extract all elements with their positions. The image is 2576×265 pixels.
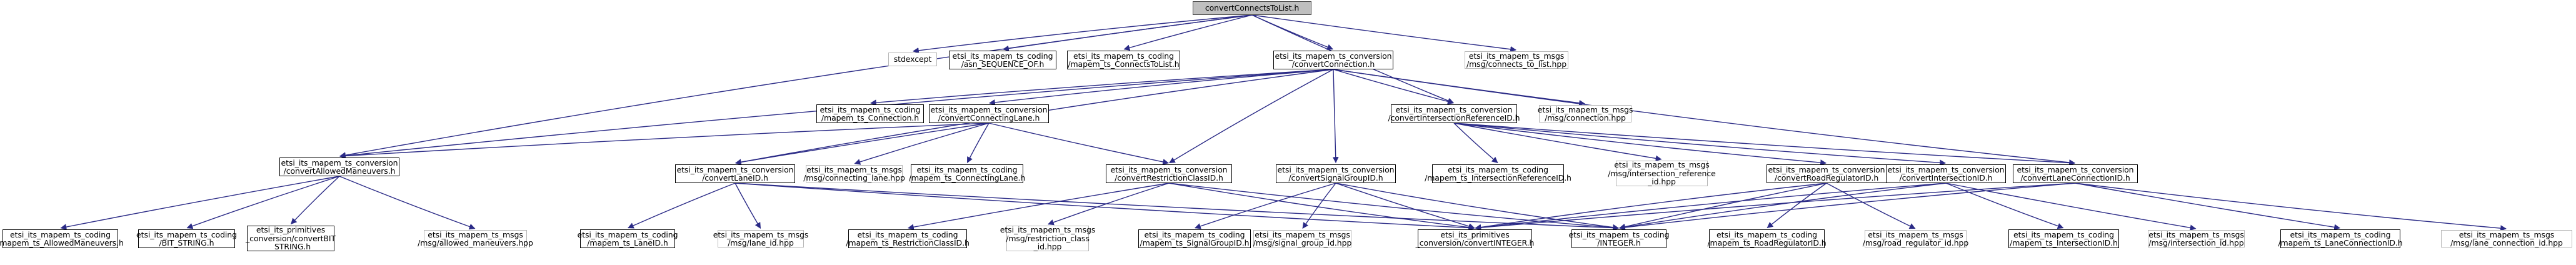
- graph-edge-root-to-mapemConnectsToList: [1123, 14, 1253, 51]
- graph-node-stdexcept[interactable]: stdexcept: [888, 52, 937, 66]
- graph-edge-convertRestrictionClassID-to-integerH: [1168, 182, 1619, 231]
- graph-node-convertBitString[interactable]: etsi_its_primitives _conversion/convertB…: [246, 225, 336, 252]
- graph-node-intersectionIdHpp[interactable]: etsi_its_mapem_ts_msgs /msg/intersection…: [2148, 229, 2245, 248]
- graph-node-mapemRoadRegulatorID[interactable]: etsi_its_mapem_ts_coding /mapem_ts_RoadR…: [1707, 229, 1827, 248]
- graph-edge-root-to-convertAllowedManeuvers: [339, 14, 1253, 159]
- graph-node-laneConnectionIdHpp[interactable]: etsi_its_mapem_ts_msgs /msg/lane_connect…: [2441, 230, 2572, 248]
- graph-node-connectingLaneHpp[interactable]: etsi_its_mapem_ts_msgs /msg/connecting_l…: [803, 164, 905, 182]
- graph-edge-convertRoadRegulatorID-to-roadRegulatorIdHpp: [1826, 182, 1916, 229]
- graph-edge-root-to-convertConnection: [1251, 14, 1333, 50]
- graph-edge-convertSignalGroupID-to-mapemSignalGroupID: [1195, 182, 1336, 229]
- graph-edge-convertSignalGroupID-to-integerH: [1335, 182, 1619, 231]
- graph-edge-convertRoadRegulatorID-to-integerH: [1619, 182, 1827, 230]
- graph-node-mapemLaneConnectionID[interactable]: etsi_its_mapem_ts_coding /mapem_ts_LaneC…: [2278, 229, 2403, 248]
- graph-edge-root-to-connectsToListHpp: [1251, 14, 1516, 52]
- graph-node-convertRestrictionClassID[interactable]: etsi_its_mapem_ts_conversion /convertRes…: [1106, 164, 1232, 183]
- graph-edge-convertRoadRegulatorID-to-mapemRoadRegulatorID: [1767, 182, 1827, 229]
- graph-node-signalGroupIdHpp[interactable]: etsi_its_mapem_ts_msgs /msg/signal_group…: [1253, 229, 1352, 248]
- graph-edge-convertRestrictionClassID-to-restrictionClassIdHpp: [1048, 182, 1170, 226]
- graph-edge-convertSignalGroupID-to-convertINTEGER: [1335, 182, 1475, 229]
- graph-edge-convertConnection-to-mapemConnection: [870, 69, 1334, 106]
- graph-node-convertIntersectionID[interactable]: etsi_its_mapem_ts_conversion /convertInt…: [1886, 164, 2006, 183]
- graph-node-mapemLaneID[interactable]: etsi_its_mapem_ts_coding /mapem_ts_LaneI…: [577, 229, 678, 248]
- graph-edge-convertLaneConnectionID-to-laneConnectionIdHpp: [2075, 182, 2507, 231]
- graph-edge-convertIntersectionReferenceID-to-intersectionReferenceIdHpp: [1453, 122, 1662, 162]
- graph-edge-convertLaneConnectionID-to-mapemLaneConnectionID: [2075, 182, 2340, 231]
- graph-node-connectionHpp[interactable]: etsi_its_mapem_ts_msgs /msg/connection.h…: [1537, 104, 1633, 122]
- graph-edge-convertConnectingLane-to-convertAllowedManeuvers: [339, 122, 990, 159]
- graph-node-mapemIntersectionReferenceID[interactable]: etsi_its_mapem_ts_coding /mapem_ts_Inter…: [1425, 164, 1571, 183]
- graph-node-laneIdHpp[interactable]: etsi_its_mapem_ts_msgs /msg/lane_id.hpp: [713, 229, 809, 248]
- graph-node-integerH[interactable]: etsi_its_mapem_ts_coding /INTEGER.h: [1568, 229, 1670, 248]
- graph-node-mapemAllowedManeuvers[interactable]: etsi_its_mapem_ts_coding /mapem_ts_Allow…: [0, 229, 124, 248]
- graph-node-intersectionReferenceIdHpp[interactable]: etsi_its_mapem_ts_msgs /msg/intersection…: [1608, 160, 1716, 187]
- graph-edge-convertLaneID-to-laneIdHpp: [734, 182, 761, 229]
- graph-edge-convertLaneID-to-mapemLaneID: [628, 182, 736, 229]
- graph-edge-convertIntersectionReferenceID-to-convertLaneConnectionID: [1453, 122, 2075, 166]
- graph-edge-convertAllowedManeuvers-to-bitString: [186, 176, 340, 229]
- graph-node-mapemSignalGroupID[interactable]: etsi_its_mapem_ts_coding /mapem_ts_Signa…: [1138, 229, 1251, 248]
- graph-edge-convertRoadRegulatorID-to-convertINTEGER: [1475, 182, 1827, 231]
- graph-node-mapemConnection[interactable]: etsi_its_mapem_ts_coding /mapem_ts_Conne…: [816, 104, 924, 123]
- graph-node-convertConnection[interactable]: etsi_its_mapem_ts_conversion /convertCon…: [1273, 51, 1393, 69]
- graph-node-mapemConnectingLane[interactable]: etsi_its_mapem_ts_coding /mapem_ts_Conne…: [908, 164, 1026, 183]
- graph-node-connectsToListHpp[interactable]: etsi_its_mapem_ts_msgs /msg/connects_to_…: [1465, 51, 1568, 69]
- graph-edge-convertLaneID-to-convertINTEGER: [734, 182, 1475, 231]
- graph-edge-convertLaneConnectionID-to-integerH: [1619, 182, 2076, 231]
- graph-node-allowedManeuversHpp[interactable]: etsi_its_mapem_ts_msgs /msg/allowed_mane…: [418, 229, 533, 248]
- graph-node-mapemRestrictionClassID[interactable]: etsi_its_mapem_ts_coding /mapem_ts_Restr…: [846, 229, 970, 248]
- graph-edge-convertConnectingLane-to-convertRestrictionClassID: [988, 122, 1169, 165]
- graph-edge-convertConnectingLane-to-convertLaneID: [735, 122, 990, 166]
- graph-edge-convertIntersectionReferenceID-to-convertRoadRegulatorID: [1453, 122, 1827, 166]
- graph-node-root[interactable]: convertConnectsToList.h: [1193, 1, 1311, 15]
- graph-edge-convertIntersectionID-to-intersectionIdHpp: [1945, 182, 2197, 231]
- graph-edge-convertRestrictionClassID-to-convertINTEGER: [1168, 182, 1475, 231]
- graph-edge-convertConnectingLane-to-mapemConnectingLane: [966, 122, 990, 163]
- graph-edge-convertIntersectionID-to-mapemIntersectionID: [1945, 182, 2064, 229]
- graph-edge-convertIntersectionID-to-integerH: [1619, 182, 1947, 231]
- graph-edge-root-to-stdexcept: [913, 14, 1253, 54]
- graph-node-roadRegulatorIdHpp[interactable]: etsi_its_mapem_ts_msgs /msg/road_regulat…: [1862, 229, 1969, 248]
- graph-edge-convertRestrictionClassID-to-mapemRestrictionClassID: [908, 182, 1170, 231]
- graph-node-convertAllowedManeuvers[interactable]: etsi_its_mapem_ts_conversion /convertAll…: [279, 158, 399, 176]
- graph-edge-convertConnection-to-convertRestrictionClassID: [1169, 69, 1334, 164]
- graph-node-asnSeqOf[interactable]: etsi_its_mapem_ts_coding /asn_SEQUENCE_O…: [949, 51, 1056, 69]
- graph-node-convertRoadRegulatorID[interactable]: etsi_its_mapem_ts_conversion /convertRoa…: [1767, 164, 1887, 183]
- graph-edge-convertLaneConnectionID-to-convertINTEGER: [1475, 182, 2076, 231]
- graph-edge-convertConnection-to-convertSignalGroupID: [1332, 69, 1339, 163]
- graph-node-mapemConnectsToList[interactable]: etsi_its_mapem_ts_coding /mapem_ts_Conne…: [1067, 51, 1180, 69]
- graph-node-bitString[interactable]: etsi_its_mapem_ts_coding /BIT_STRING.h: [136, 229, 237, 248]
- graph-node-convertLaneConnectionID[interactable]: etsi_its_mapem_ts_conversion /convertLan…: [2013, 164, 2138, 183]
- graph-node-convertIntersectionReferenceID[interactable]: etsi_its_mapem_ts_conversion /convertInt…: [1388, 104, 1520, 123]
- graph-edge-convertSignalGroupID-to-signalGroupIdHpp: [1302, 182, 1336, 229]
- graph-edge-convertIntersectionID-to-convertINTEGER: [1475, 182, 1947, 231]
- graph-node-convertConnectingLane[interactable]: etsi_its_mapem_ts_conversion /convertCon…: [929, 104, 1049, 123]
- graph-edge-convertConnection-to-connectionHpp: [1333, 69, 1585, 106]
- graph-node-convertLaneID[interactable]: etsi_its_mapem_ts_conversion /convertLan…: [675, 164, 795, 183]
- graph-edge-convertConnection-to-convertConnectingLane: [989, 69, 1334, 106]
- graph-edge-convertAllowedManeuvers-to-allowedManeuversHpp: [339, 176, 476, 230]
- graph-node-mapemIntersectionID[interactable]: etsi_its_mapem_ts_coding /mapem_ts_Inter…: [2008, 229, 2119, 248]
- graph-edge-convertAllowedManeuvers-to-convertBitString: [291, 176, 340, 225]
- graph-edge-convertConnection-to-convertIntersectionReferenceID: [1333, 69, 1454, 105]
- graph-node-convertINTEGER[interactable]: etsi_its_primitives _conversion/convertI…: [1415, 229, 1535, 248]
- graph-edge-convertAllowedManeuvers-to-mapemAllowedManeuvers: [60, 176, 340, 230]
- graph-edge-root-to-asnSeqOf: [1003, 14, 1253, 52]
- graph-edge-convertLaneID-to-integerH: [734, 182, 1619, 231]
- graph-node-convertSignalGroupID[interactable]: etsi_its_mapem_ts_conversion /convertSig…: [1276, 164, 1396, 183]
- graph-edge-convertConnectingLane-to-connectingLaneHpp: [854, 122, 990, 165]
- graph-edge-convertIntersectionReferenceID-to-mapemIntersectionReferenceID: [1453, 122, 1498, 163]
- graph-node-restrictionClassIdHpp[interactable]: etsi_its_mapem_ts_msgs /msg/restriction_…: [1000, 225, 1096, 252]
- graph-edge-convertIntersectionReferenceID-to-convertIntersectionID: [1453, 122, 1946, 166]
